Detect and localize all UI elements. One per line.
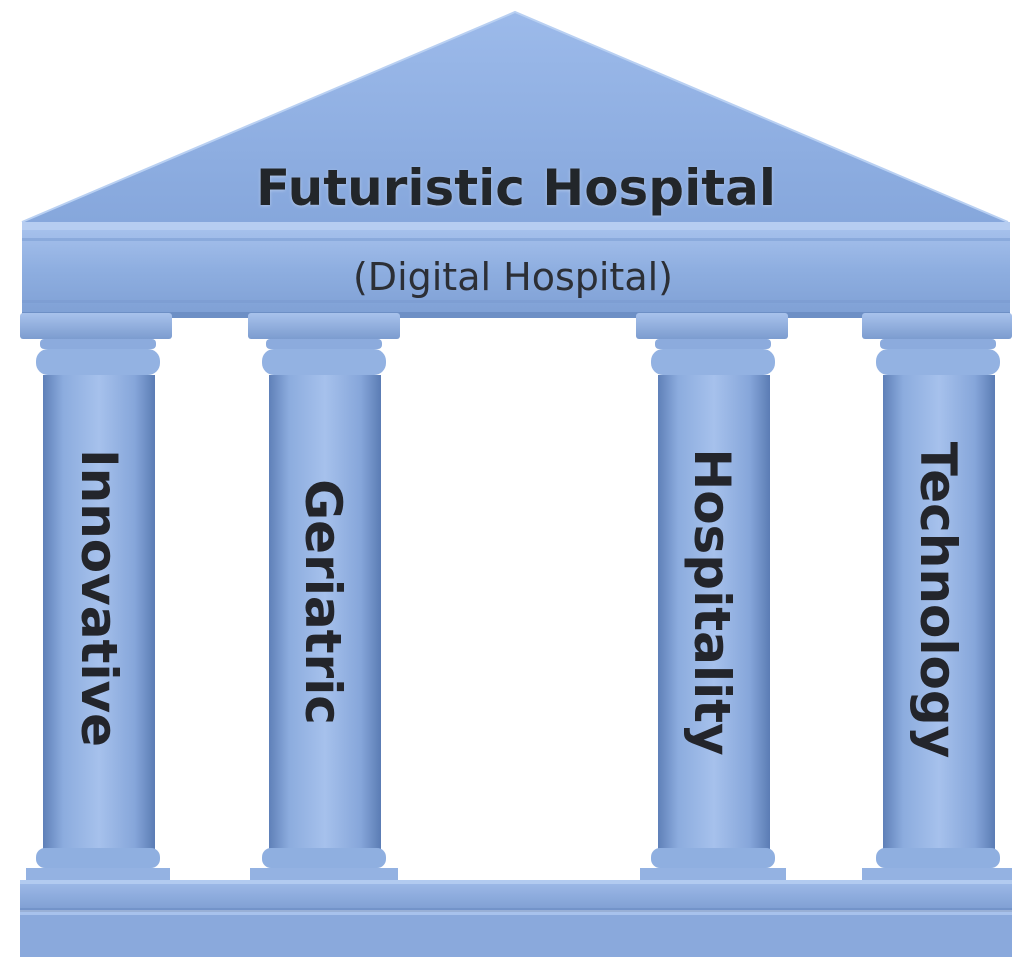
pediment-roof — [22, 12, 1008, 222]
pillar-hospitality: Hospitality — [636, 313, 788, 888]
pillar-innovative: Innovative — [20, 313, 172, 888]
pillar-label-technology: Technology — [909, 442, 967, 758]
pediment-edge — [21, 10, 1009, 223]
temple-base — [20, 880, 1012, 957]
pillar-label-geriatric: Geriatric — [294, 479, 352, 725]
diagram-title: Futuristic Hospital — [256, 159, 776, 217]
pillar-technology: Technology — [862, 313, 1012, 888]
pillar-label-hospitality: Hospitality — [683, 448, 741, 755]
diagram-subtitle: (Digital Hospital) — [353, 255, 673, 299]
pillar-label-innovative: Innovative — [70, 449, 128, 747]
entablature — [22, 222, 1010, 318]
pillar-geriatric: Geriatric — [248, 313, 400, 888]
